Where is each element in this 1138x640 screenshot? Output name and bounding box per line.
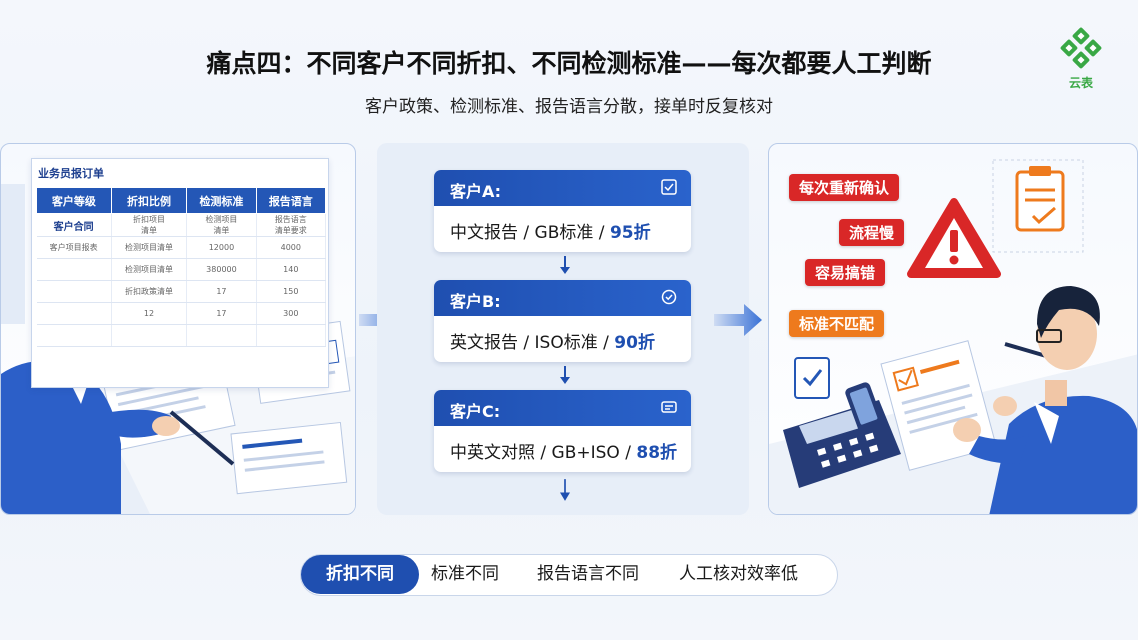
right-arrow-icon — [714, 304, 762, 336]
down-arrow-icon — [560, 479, 570, 501]
tab-standard-different[interactable]: 标准不同 — [431, 564, 499, 584]
recheck-tag: 每次重新确认 — [789, 174, 900, 201]
brand-logo: 云表 — [1055, 26, 1107, 98]
table-cell: 检测项目清单 — [111, 236, 188, 259]
separator: / — [518, 223, 535, 243]
table-row: 12 17 300 — [36, 302, 327, 325]
separator: / — [593, 223, 610, 243]
customer-card-a: 客户A: 中文报告 / GB标准 / 95折 — [434, 170, 691, 252]
table-cell: 检测项目 清单 — [186, 213, 257, 237]
test-standard: GB标准 — [534, 223, 594, 243]
table-row — [36, 324, 327, 347]
tab-discount-different[interactable]: 折扣不同 — [301, 555, 419, 594]
test-standard: ISO标准 — [534, 333, 598, 353]
page-subtitle: 客户政策、检测标准、报告语言分散，接单时反复核对 — [365, 97, 773, 117]
slow-process-tag: 流程慢 — [839, 219, 905, 246]
pain-point-tabs: 折扣不同 标准不同 报告语言不同 人工核对效率低 — [300, 554, 838, 596]
separator: / — [597, 333, 615, 353]
logo-text: 云表 — [1068, 76, 1093, 90]
checklist-icon — [661, 179, 677, 195]
clipboard-icon — [1015, 166, 1065, 232]
separator: / — [619, 443, 637, 463]
table-cell: 300 — [256, 302, 327, 325]
customer-card-header: 客户C: — [434, 390, 691, 426]
discount-rate: 88折 — [636, 443, 678, 463]
table-cell: 折扣项目 清单 — [111, 213, 188, 237]
table-cell: 4000 — [256, 236, 327, 259]
table-header-row: 客户等级 折扣比例 检测标准 报告语言 — [36, 187, 327, 214]
page-title: 痛点四：不同客户不同折扣、不同检测标准——每次都要人工判断 — [206, 49, 932, 78]
table-cell: 140 — [256, 258, 327, 281]
table-cell: 客户合同 — [36, 213, 112, 237]
table-cell: 150 — [256, 280, 327, 303]
checkbox-document-icon — [794, 357, 830, 399]
table-cell: 17 — [186, 302, 257, 325]
table-row: 客户合同 折扣项目 清单 检测项目 清单 报告语言 清单要求 — [36, 213, 327, 237]
table-row: 折扣政策清单 17 150 — [36, 280, 327, 303]
check-circle-icon — [661, 289, 677, 305]
table-header: 客户等级 — [36, 187, 112, 214]
table-cell — [36, 280, 112, 303]
customer-card-body: 中英文对照 / GB+ISO / 88折 — [434, 426, 691, 463]
customer-card-c: 客户C: 中英文对照 / GB+ISO / 88折 — [434, 390, 691, 472]
customer-name: 客户A: — [450, 182, 502, 201]
separator: / — [535, 443, 552, 463]
manual-check-panel: 每次重新确认 流程慢 容易搞错 标准不匹配 — [768, 143, 1138, 515]
discount-rate: 95折 — [609, 223, 651, 243]
table-cell: 客户项目报表 — [36, 236, 112, 259]
customer-card-b: 客户B: 英文报告 / ISO标准 / 90折 — [434, 280, 691, 362]
table-cell — [111, 324, 188, 347]
report-language: 中英文对照 — [450, 443, 535, 463]
tab-manual-check-inefficient[interactable]: 人工核对效率低 — [679, 564, 798, 584]
table-cell: 12000 — [186, 236, 257, 259]
error-prone-tag: 容易搞错 — [805, 259, 886, 286]
order-table: 客户等级 折扣比例 检测标准 报告语言 客户合同 折扣项目 清单 检测项目 清单… — [36, 187, 327, 347]
phone-icon — [845, 382, 883, 432]
table-cell: 17 — [186, 280, 257, 303]
discount-rate: 90折 — [614, 333, 655, 353]
table-header: 折扣比例 — [110, 187, 188, 214]
customer-name: 客户B: — [450, 292, 501, 311]
table-cell: 12 — [111, 302, 188, 325]
customer-name: 客户C: — [450, 402, 501, 421]
down-arrow-icon — [560, 366, 570, 384]
separator: / — [518, 333, 535, 353]
table-row: 客户项目报表 检测项目清单 12000 4000 — [36, 236, 327, 259]
table-cell: 折扣政策清单 — [111, 280, 188, 303]
customer-card-header: 客户A: — [434, 170, 691, 206]
down-arrow-icon — [560, 256, 570, 274]
customer-policy-panel: 客户A: 中文报告 / GB标准 / 95折 客户B: 英文报告 / ISO标准… — [377, 143, 749, 515]
customer-card-header: 客户B: — [434, 280, 691, 316]
order-sheet: 业务员报订单 客户等级 折扣比例 检测标准 报告语言 客户合同 折扣项目 清单 … — [31, 158, 329, 388]
table-cell — [256, 324, 327, 347]
table-cell — [36, 302, 112, 325]
order-sheet-title: 业务员报订单 — [38, 167, 104, 180]
table-row: 检测项目清单 380000 140 — [36, 258, 327, 281]
logo-icon — [1060, 27, 1102, 69]
table-header: 检测标准 — [186, 187, 257, 214]
table-cell — [36, 258, 112, 281]
table-header: 报告语言 — [255, 187, 327, 214]
report-language: 中文报告 — [450, 223, 518, 243]
report-language: 英文报告 — [450, 333, 518, 353]
table-cell — [186, 324, 257, 347]
standard-mismatch-tag: 标准不匹配 — [789, 310, 885, 337]
tab-language-different[interactable]: 报告语言不同 — [537, 564, 639, 584]
id-card-icon — [661, 401, 677, 413]
table-cell: 检测项目清单 — [111, 258, 188, 281]
customer-card-body: 中文报告 / GB标准 / 95折 — [434, 206, 691, 243]
manual-check-illustration — [769, 159, 1137, 514]
warning-icon — [907, 198, 1001, 278]
table-cell: 380000 — [186, 258, 257, 281]
salesperson-panel: 业务员报订单 客户等级 折扣比例 检测标准 报告语言 客户合同 折扣项目 清单 … — [0, 143, 356, 515]
customer-card-body: 英文报告 / ISO标准 / 90折 — [434, 316, 691, 353]
table-cell — [36, 324, 112, 347]
test-standard: GB+ISO — [551, 443, 620, 463]
table-cell: 报告语言 清单要求 — [256, 213, 327, 237]
